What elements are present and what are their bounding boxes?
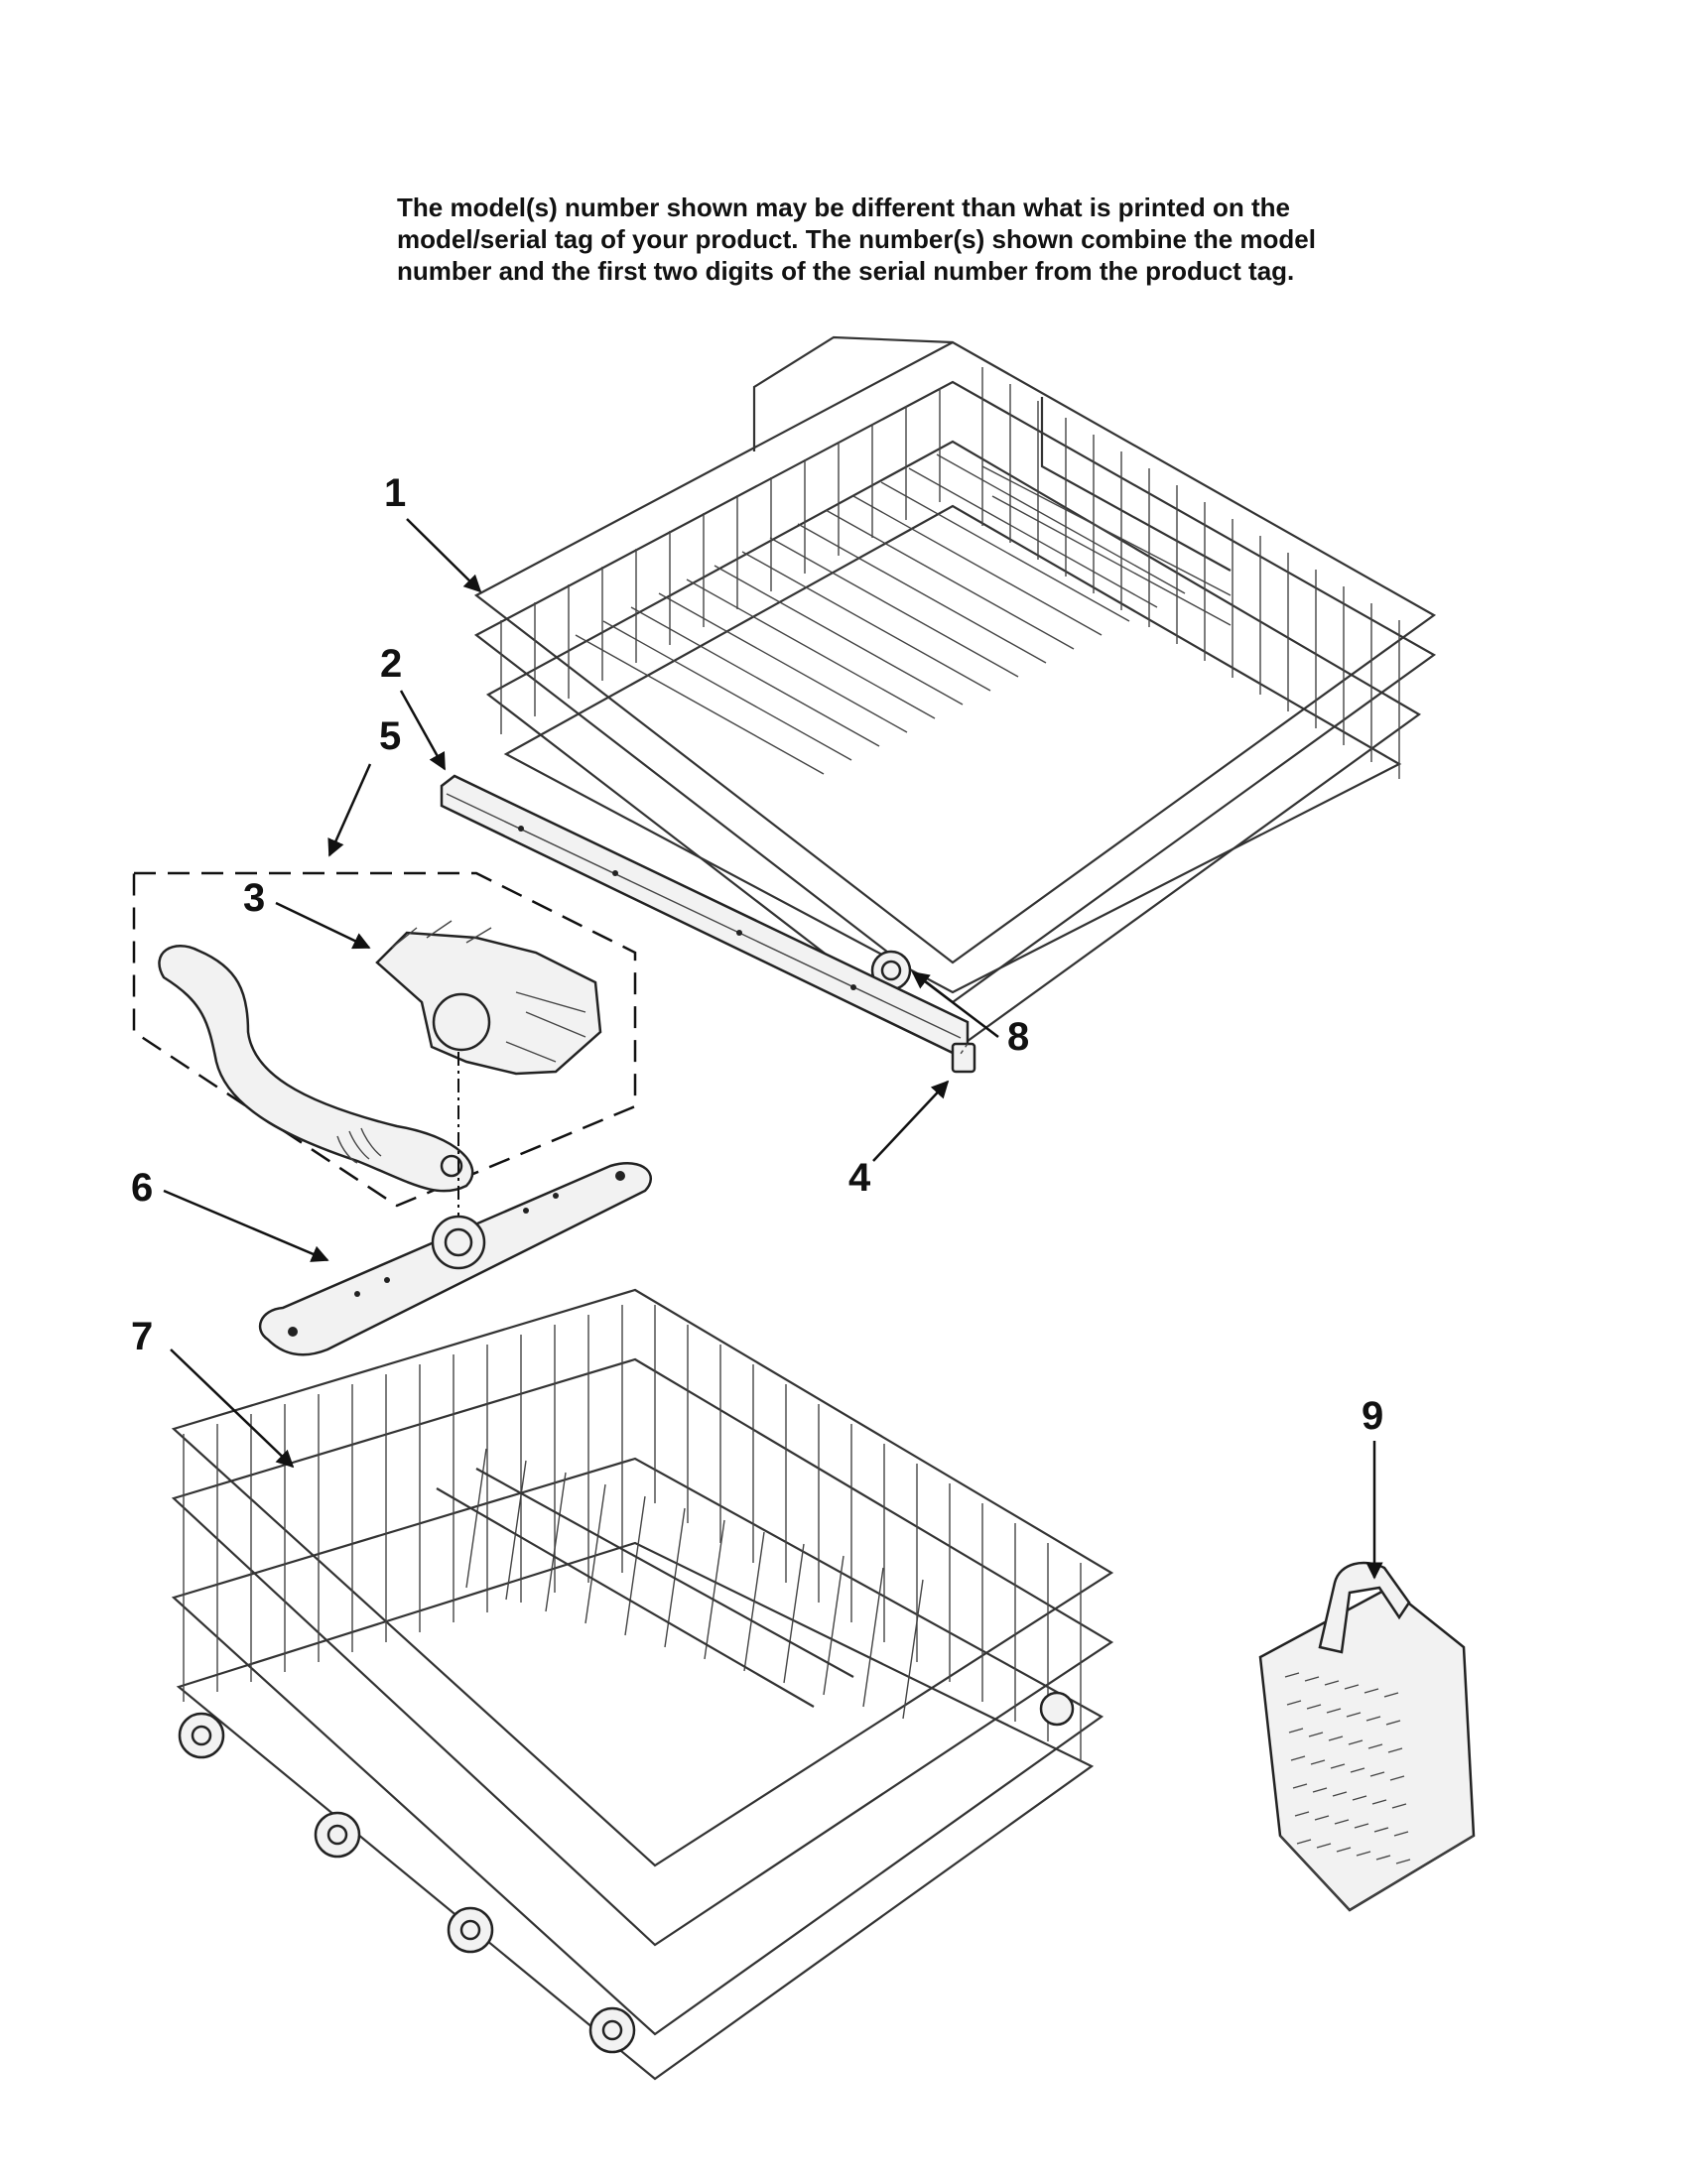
callout-6: 6: [131, 1166, 153, 1210]
callout-9: 9: [1362, 1394, 1383, 1438]
callout-8: 8: [1007, 1015, 1029, 1059]
lower-rack[interactable]: [171, 1288, 1114, 2081]
model-number-disclaimer: The model(s) number shown may be differe…: [397, 192, 1350, 287]
upper-rack-shelf: [981, 465, 1232, 626]
callout-2: 2: [380, 642, 402, 686]
upper-rack[interactable]: [473, 335, 1437, 1054]
silverware-basket[interactable]: [1258, 1561, 1476, 1912]
disclaimer-line-2: model/serial tag of your product. The nu…: [397, 224, 1316, 254]
callout-7: 7: [131, 1315, 153, 1358]
leader-lines: [163, 518, 1383, 1580]
upper-spray-arm-assembly[interactable]: [132, 871, 637, 1208]
lower-rack-wheels: [178, 1691, 1075, 2054]
callout-1: 1: [384, 471, 406, 515]
spray-arm-manifold[interactable]: [375, 920, 602, 1076]
callout-4: 4: [848, 1156, 871, 1200]
callout-5: 5: [379, 714, 401, 758]
rail-end-cap[interactable]: [951, 1042, 976, 1074]
lower-spray-arm[interactable]: [258, 1162, 652, 1356]
disclaimer-line-3: number and the first two digits of the s…: [397, 256, 1295, 286]
disclaimer-line-1: The model(s) number shown may be differe…: [397, 193, 1290, 222]
callout-3: 3: [243, 876, 265, 920]
